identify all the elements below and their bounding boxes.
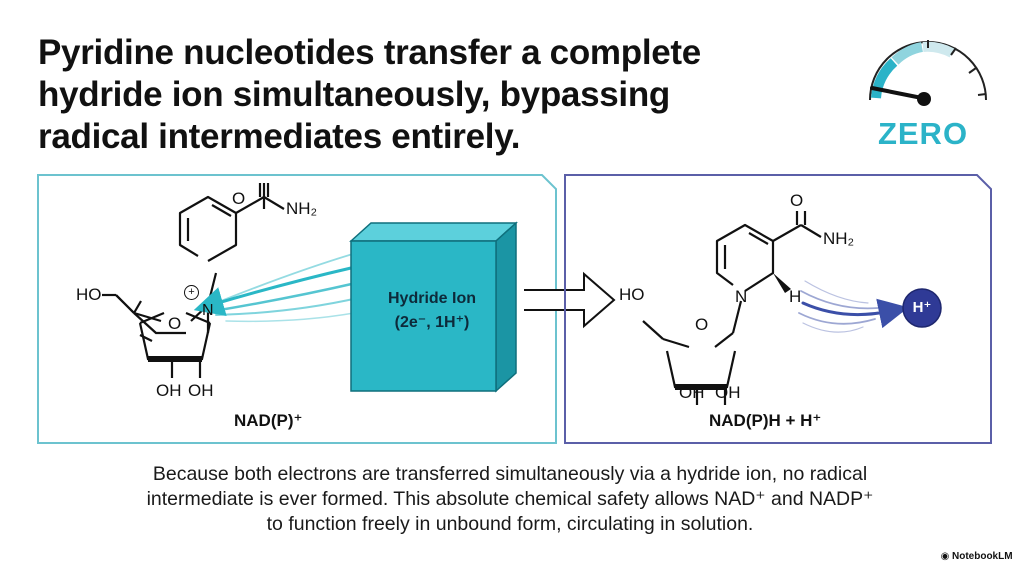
title-line: radical intermediates entirely. bbox=[38, 117, 521, 156]
reactant-panel: O NH₂ + N HO O OH OH NAD(P)⁺ Hydride Ion… bbox=[36, 173, 558, 445]
product-label: NAD(P)H + H⁺ bbox=[709, 411, 822, 430]
atom-nh2: NH₂ bbox=[286, 199, 318, 218]
reactant-structure bbox=[37, 174, 557, 444]
reactant-label: NAD(P)⁺ bbox=[234, 411, 303, 430]
hydride-composition: (2e⁻, 1H⁺) bbox=[394, 314, 470, 331]
caption: Because both electrons are transferred s… bbox=[70, 462, 950, 537]
page-title: Pyridine nucleotides transfer a complete… bbox=[38, 32, 828, 158]
atom-h: H bbox=[789, 287, 802, 306]
gauge-icon bbox=[869, 40, 987, 106]
hydroxyl-left: OH bbox=[679, 383, 705, 402]
title-line: Pyridine nucleotides transfer a complete bbox=[38, 33, 701, 72]
title-line: hydride ion simultaneously, bypassing bbox=[38, 75, 670, 114]
product-panel: O NH₂ N H HO O OH OH NAD(P)H + H⁺ H⁺ bbox=[563, 173, 993, 445]
hydroxyl-right: OH bbox=[188, 381, 214, 400]
hydride-ion-label: Hydride Ion (2e⁻, 1H⁺) bbox=[366, 287, 498, 335]
notebooklm-logo-icon: ◉ bbox=[940, 551, 950, 562]
caption-line: to function freely in unbound form, circ… bbox=[266, 513, 754, 535]
atom-ho: HO bbox=[619, 285, 645, 304]
reaction-arrow-icon bbox=[524, 271, 616, 329]
gauge-label: ZERO bbox=[877, 116, 969, 151]
hydride-title: Hydride Ion bbox=[387, 290, 476, 307]
hydroxyl-right: OH bbox=[715, 383, 741, 402]
atom-o: O bbox=[790, 191, 804, 210]
atom-n: N bbox=[202, 302, 214, 319]
product-structure bbox=[564, 174, 992, 444]
caption-line: intermediate is ever formed. This absolu… bbox=[146, 488, 874, 510]
atom-o: O bbox=[232, 189, 246, 208]
atom-n: N bbox=[735, 287, 748, 306]
brand-name: NotebookLM bbox=[952, 551, 1013, 562]
speed-gauge: ZERO bbox=[848, 18, 998, 168]
ring-oxygen: O bbox=[695, 315, 709, 334]
hydroxyl-left: OH bbox=[156, 381, 182, 400]
ring-oxygen: O bbox=[168, 314, 182, 333]
atom-ho: HO bbox=[76, 285, 102, 304]
positive-charge: + bbox=[184, 285, 199, 300]
proton-badge: H⁺ bbox=[912, 299, 932, 316]
atom-nh2: NH₂ bbox=[823, 229, 855, 248]
brand-watermark: ◉NotebookLM bbox=[940, 551, 1024, 562]
caption-line: Because both electrons are transferred s… bbox=[152, 463, 868, 485]
